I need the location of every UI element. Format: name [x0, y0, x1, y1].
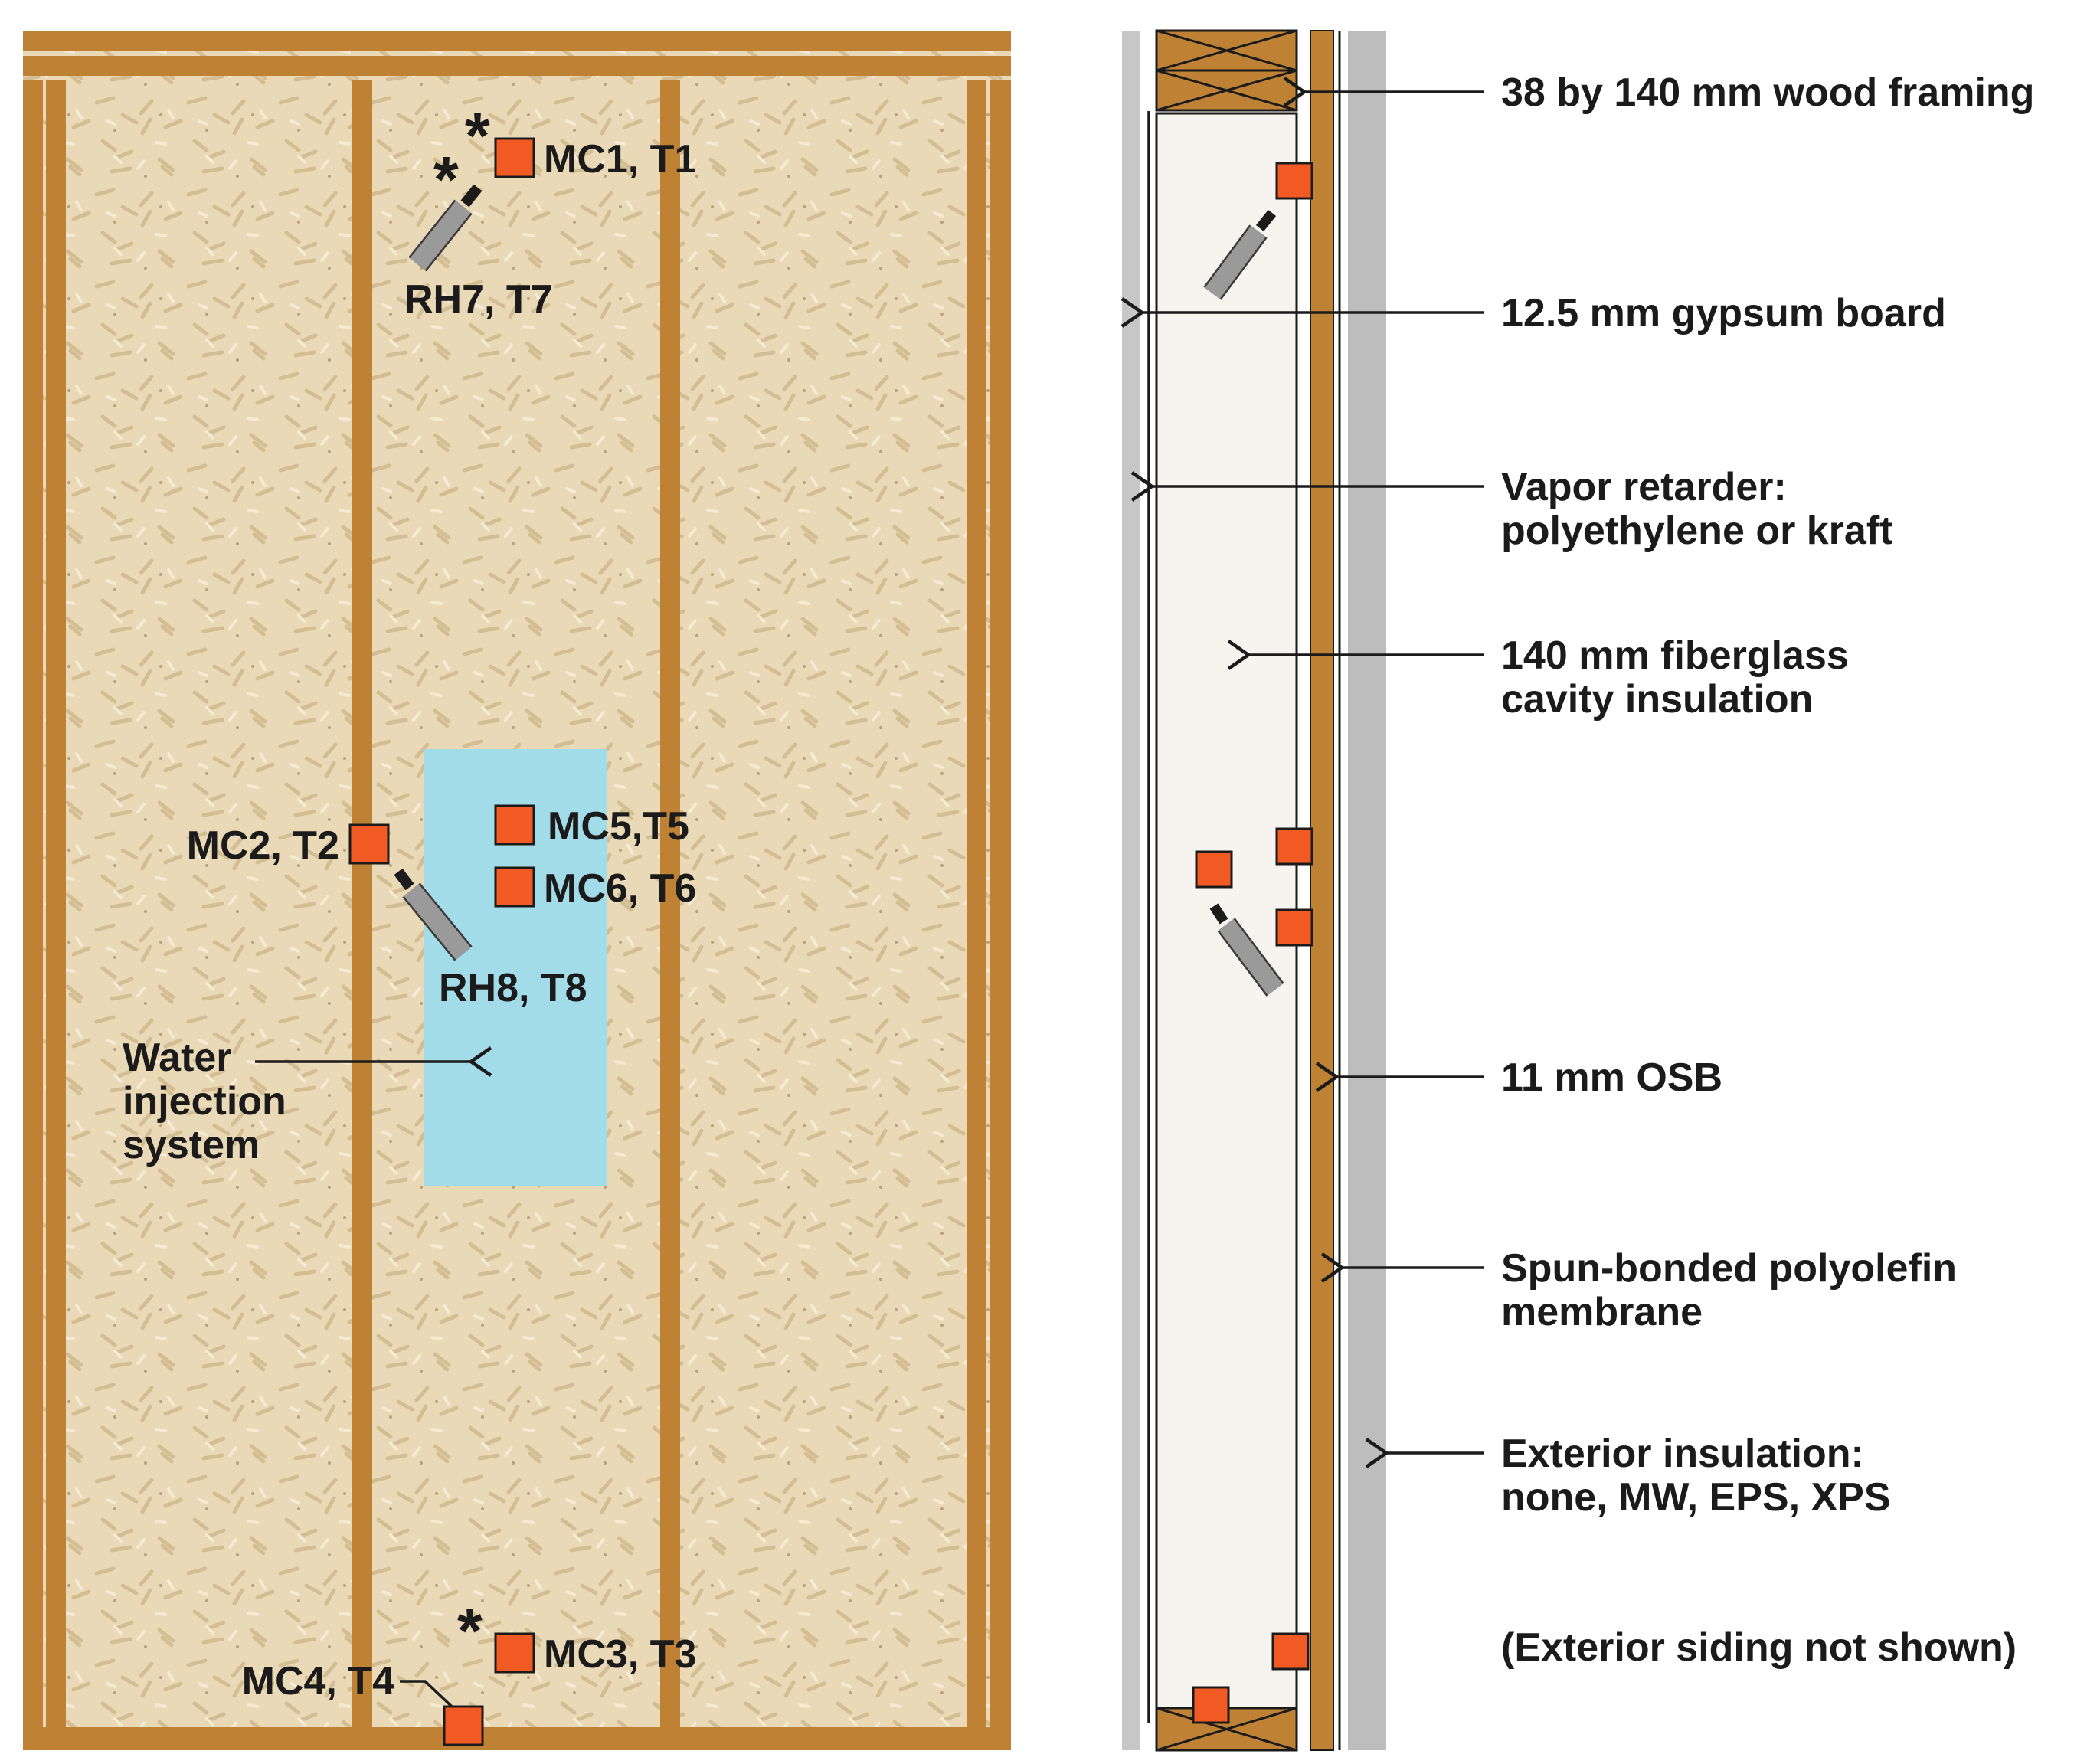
mc-sensor-icon — [1275, 908, 1313, 947]
mc3-label: MC3, T3 — [544, 1632, 696, 1677]
mc6-label: MC6, T6 — [544, 866, 696, 911]
end-stud-left — [46, 80, 66, 1727]
rh7-label: RH7, T7 — [404, 277, 553, 322]
mc3-sensor-icon — [494, 1632, 535, 1674]
mc5-label: MC5,T5 — [548, 804, 689, 849]
mc-sensor-icon — [1195, 850, 1233, 889]
rh-probe-icon — [1203, 209, 1277, 300]
mc2-label: MC2, T2 — [187, 823, 339, 868]
rh8-probe-icon — [394, 868, 473, 961]
asterisk-marker-mc1: * — [465, 100, 490, 172]
water-injection-label-line1: Water — [123, 1036, 232, 1080]
callout-wood-framing: 38 by 140 mm wood framing — [1501, 70, 2034, 115]
mc6-sensor-icon — [494, 866, 535, 908]
rh-probe-icon — [1209, 903, 1284, 997]
callout-cavity-insulation-line2: cavity insulation — [1501, 677, 1813, 722]
osb-layer — [1310, 30, 1334, 1751]
asterisk-marker-rh7: * — [433, 143, 459, 215]
section-view: 38 by 140 mm wood framing 12.5 mm gypsum… — [1122, 29, 2034, 1752]
front-view: * * * MC1, T1 RH7, T7 MC2, T2 MC5,T5 MC6… — [23, 31, 1011, 1750]
mc2-sensor-icon — [348, 823, 390, 865]
mc-sensor-icon — [1275, 827, 1313, 866]
callout-gypsum-board: 12.5 mm gypsum board — [1501, 291, 1946, 335]
callout-exterior-siding: (Exterior siding not shown) — [1501, 1625, 2017, 1670]
callout-exterior-insulation-line2: none, MW, EPS, XPS — [1501, 1475, 1891, 1520]
callout-exterior-insulation-line1: Exterior insulation: — [1501, 1432, 1864, 1476]
water-injection-label-line2: injection — [123, 1079, 286, 1124]
rh8-label: RH8, T8 — [439, 966, 587, 1010]
mc1-sensor-icon — [494, 137, 535, 178]
callout-vapor-retarder-line2: polyethylene or kraft — [1501, 509, 1892, 553]
mc5-sensor-icon — [494, 804, 535, 846]
bottom-plate — [23, 1727, 1011, 1750]
stud — [660, 80, 680, 1727]
end-stud-right — [967, 80, 986, 1727]
mc-sensor-icon — [1275, 162, 1313, 200]
mc4-label: MC4, T4 — [242, 1659, 394, 1703]
cavity-insulation-layer — [1155, 112, 1298, 1710]
callout-cavity-insulation-line1: 140 mm fiberglass — [1501, 633, 1849, 678]
top-plate-section — [1155, 29, 1298, 112]
exterior-insulation-layer — [1348, 31, 1386, 1750]
mc1-label: MC1, T1 — [544, 137, 696, 182]
callout-membrane-line1: Spun-bonded polyolefin — [1501, 1246, 1957, 1291]
rh7-probe-icon — [408, 184, 483, 272]
callout-osb: 11 mm OSB — [1501, 1055, 1722, 1100]
stud — [352, 80, 372, 1727]
end-stud-right — [990, 80, 1011, 1727]
top-plate — [23, 56, 1011, 76]
mc4-sensor-icon — [443, 1705, 484, 1746]
mc-sensor-icon — [1271, 1632, 1310, 1671]
gypsum-board-layer — [1122, 31, 1140, 1750]
end-stud-left — [23, 80, 43, 1727]
mc4-leader-line — [400, 1680, 453, 1708]
top-plate — [23, 31, 1011, 51]
asterisk-marker-mc3: * — [457, 1595, 483, 1667]
water-injection-label-line3: system — [123, 1123, 260, 1167]
callout-vapor-retarder-line1: Vapor retarder: — [1501, 465, 1787, 509]
callout-membrane-line2: membrane — [1501, 1290, 1703, 1334]
mc-sensor-icon — [1192, 1686, 1230, 1724]
